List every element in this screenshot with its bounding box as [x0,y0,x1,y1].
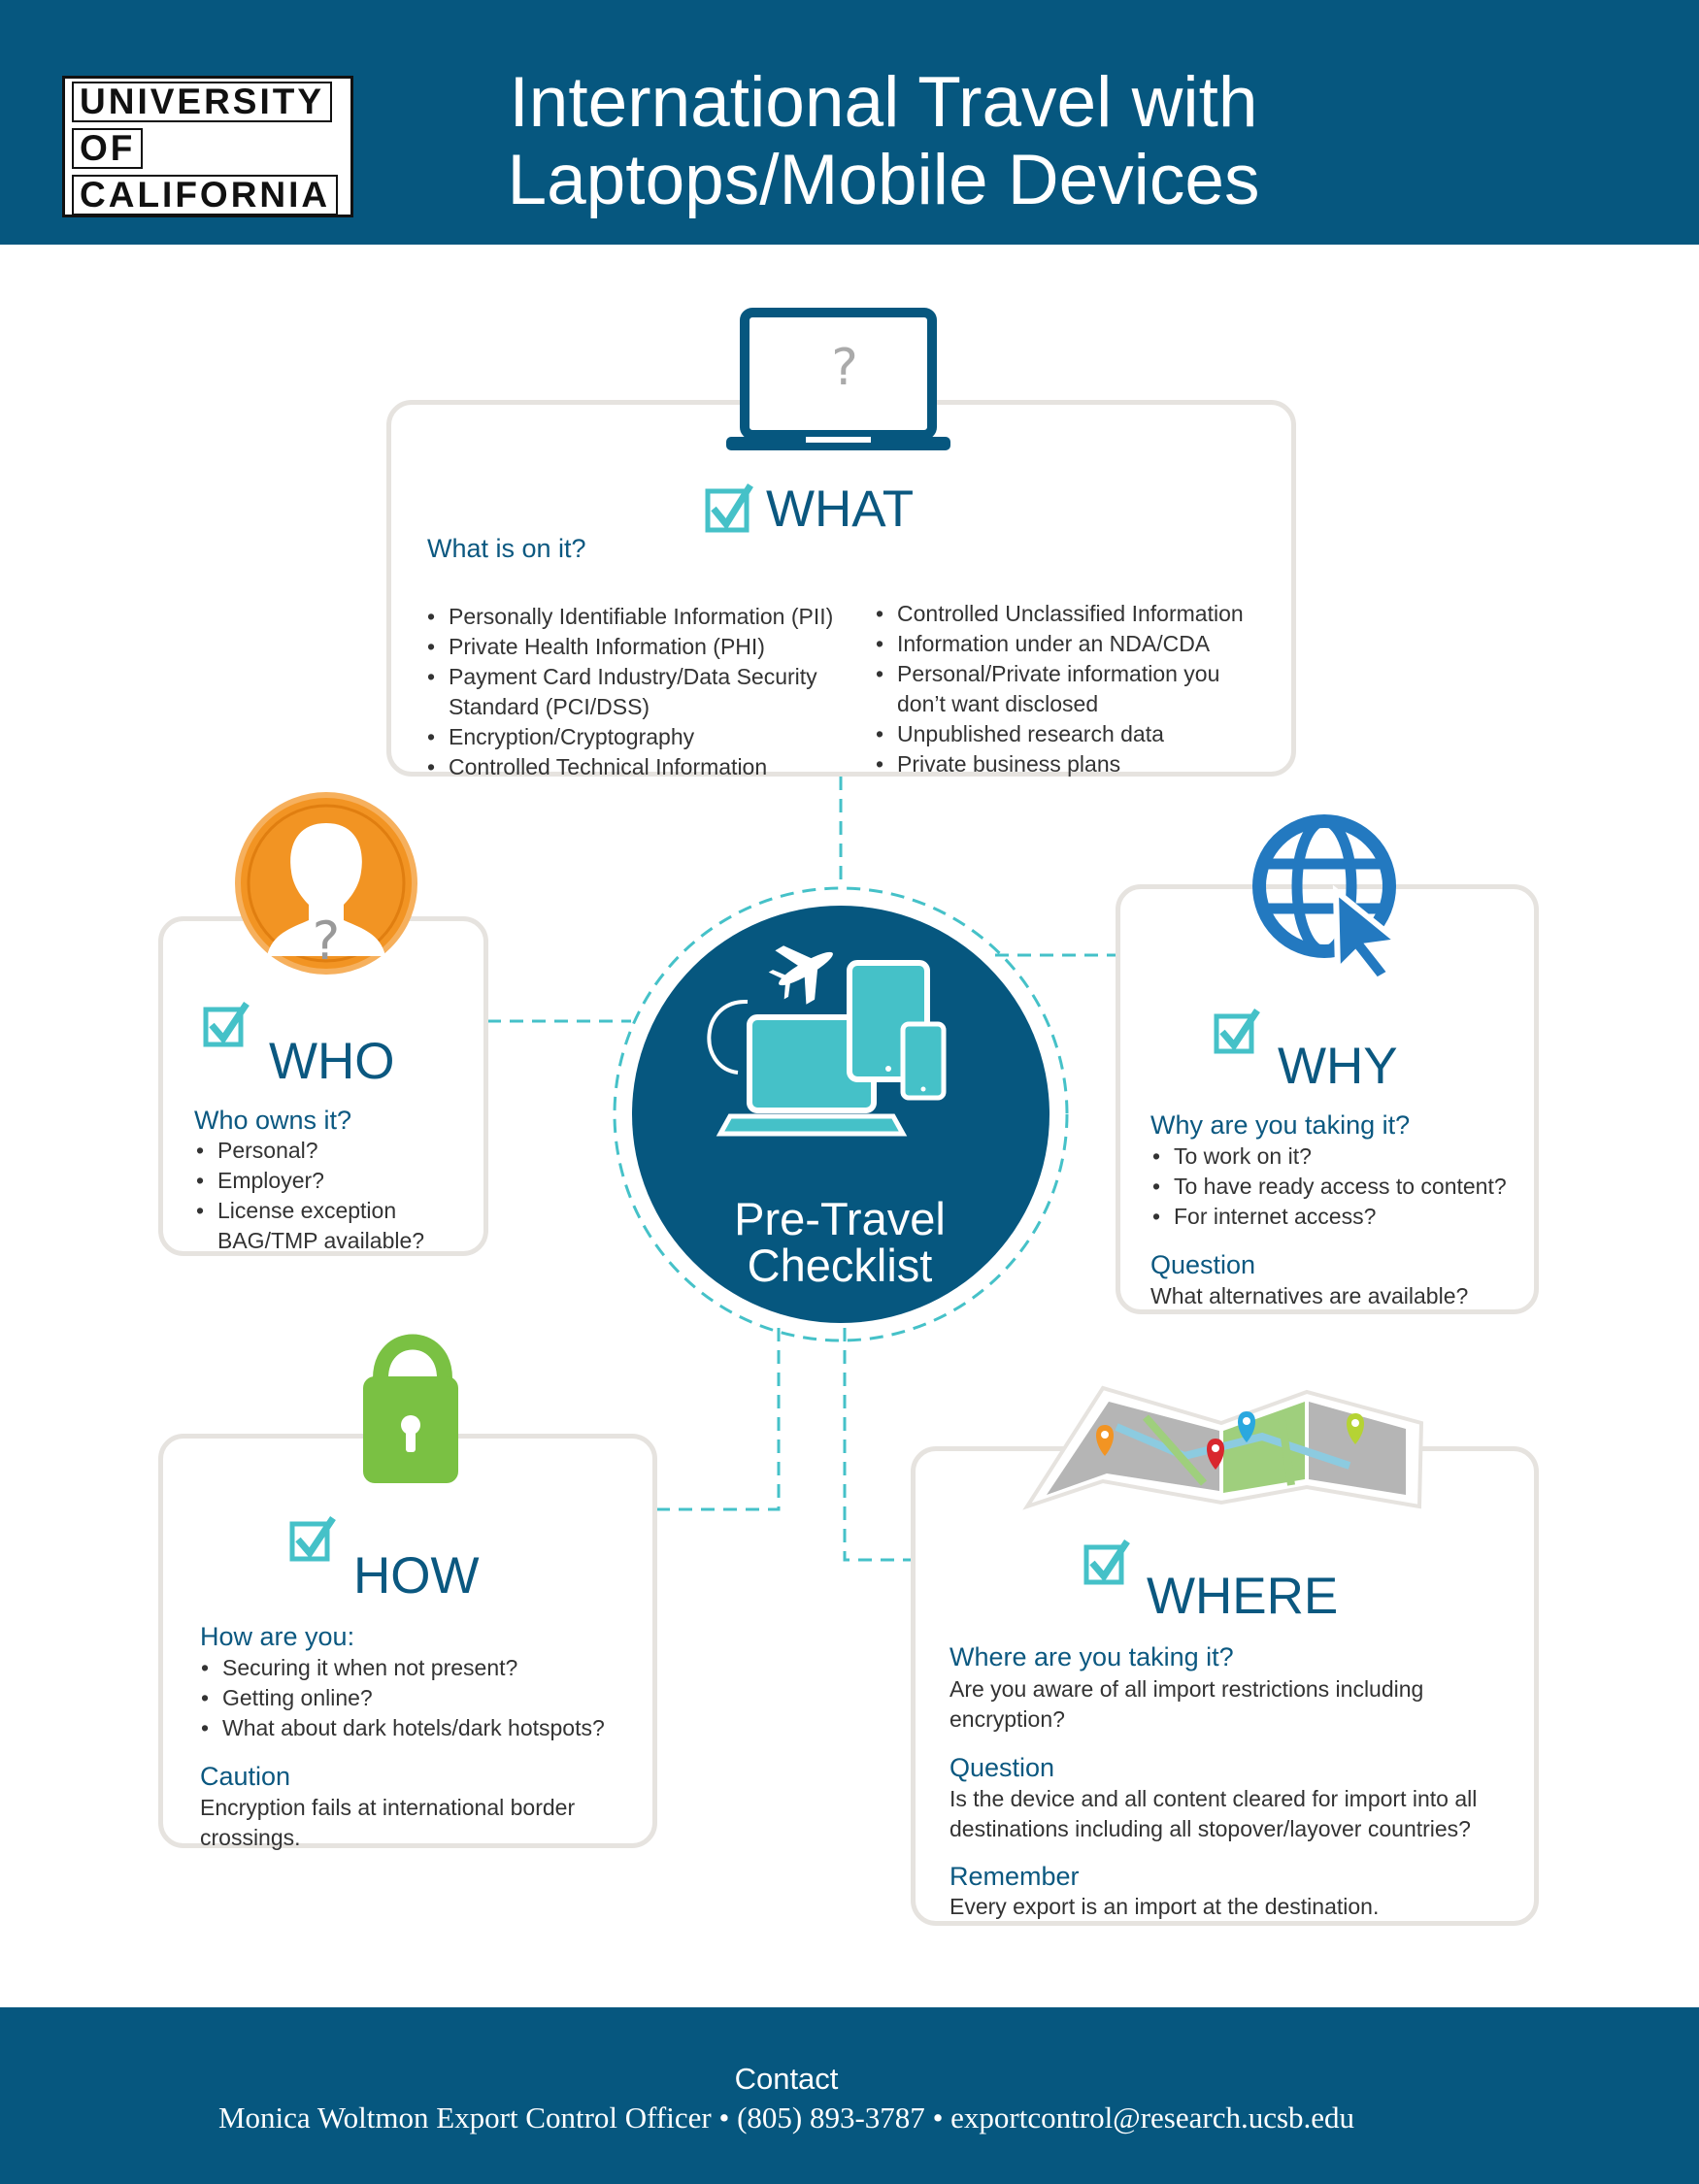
list-item: Controlled Unclassified Information [876,599,1274,629]
university-logo: UNIVERSITY OF CALIFORNIA [62,76,353,217]
how-caution-label: Caution [200,1762,291,1791]
list-item: Getting online? [201,1683,638,1713]
svg-text:?: ? [831,339,858,397]
list-item: To work on it? [1152,1142,1521,1172]
center-label: Pre-Travel Checklist [660,1196,1019,1289]
list-item: Information under an NDA/CDA [876,629,1274,659]
center-dashed-ring [613,886,1069,1342]
list-item: Employer? [196,1166,473,1196]
contact-email[interactable]: exportcontrol@research.ucsb.edu [950,2101,1355,2134]
contact-phone: (805) 893-3787 [737,2101,925,2134]
where-heading: WHERE [1147,1568,1339,1625]
center-line-1: Pre-Travel [734,1193,946,1244]
list-item: What about dark hotels/dark hotspots? [201,1713,638,1743]
what-heading: WHAT [766,480,915,538]
svg-text:?: ? [313,910,341,972]
how-question: How are you: [200,1622,355,1651]
why-question-text: What alternatives are available? [1150,1283,1469,1308]
page-title: International Travel with Laptops/Mobile… [447,64,1320,219]
why-list: To work on it? To have ready access to c… [1152,1142,1521,1232]
list-item: To have ready access to content? [1152,1172,1521,1202]
center-line-2: Checklist [747,1240,933,1291]
how-list: Securing it when not present? Getting on… [201,1653,638,1743]
logo-line-3: CALIFORNIA [72,175,339,215]
list-item: Payment Card Industry/Data Security Stan… [427,662,864,722]
who-question: Who owns it? [194,1106,352,1135]
logo-line-1: UNIVERSITY [72,82,333,122]
where-remember-label: Remember [949,1862,1080,1891]
footer-bar [0,2007,1699,2184]
where-card [911,1446,1539,1926]
list-item: Private business plans [876,749,1274,779]
airplane-icon [707,945,833,1075]
logo-line-2: OF [72,128,144,169]
how-card [158,1434,657,1848]
what-right-list: Controlled Unclassified Information Info… [876,599,1274,779]
contact-name-title: Monica Woltmon Export Control Officer [217,2101,712,2134]
contact-separator: • [932,2101,944,2134]
list-item: Unpublished research data [876,719,1274,749]
title-line-2: Laptops/Mobile Devices [507,141,1260,219]
how-caution-text: Encryption fails at international border… [200,1795,576,1850]
where-remember-text: Every export is an import at the destina… [949,1894,1380,1919]
connector-where [843,1328,913,1562]
why-question: Why are you taking it? [1150,1110,1411,1140]
where-question: Where are you taking it? [949,1642,1234,1671]
list-item: Controlled Technical Information [427,752,864,782]
why-question-label: Question [1150,1250,1256,1279]
list-item: License exception BAG/TMP available? [196,1196,473,1256]
list-item: Private Health Information (PHI) [427,632,864,662]
list-item: Personal? [196,1136,473,1166]
who-list: Personal? Employer? License exception BA… [196,1136,473,1256]
list-item: Personally Identifiable Information (PII… [427,602,864,632]
where-question-label-text: Is the device and all content cleared fo… [949,1786,1478,1841]
list-item: For internet access? [1152,1202,1521,1232]
contact-separator: • [718,2101,730,2134]
why-heading: WHY [1278,1038,1398,1095]
how-heading: HOW [353,1547,480,1605]
contact-label: Contact [734,2062,839,2096]
contact-line: Monica Woltmon Export Control Officer • … [0,2101,1573,2135]
list-item: Securing it when not present? [201,1653,638,1683]
who-heading: WHO [269,1033,395,1090]
what-question: What is on it? [427,534,586,563]
what-left-list: Personally Identifiable Information (PII… [427,602,864,782]
list-item: Personal/Private information you don’t w… [876,659,1274,719]
list-item: Encryption/Cryptography [427,722,864,752]
devices-icon [716,960,947,1137]
where-question-text: Are you aware of all import restrictions… [949,1676,1424,1732]
title-line-1: International Travel with [509,63,1258,142]
connector-how [656,1328,781,1511]
where-question-label: Question [949,1753,1055,1782]
